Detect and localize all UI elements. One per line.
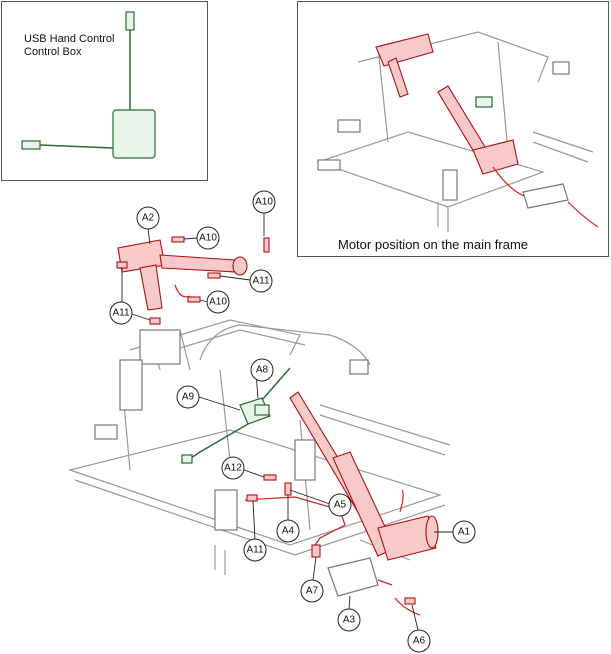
leader-lines: [121, 212, 453, 631]
clip-a11-upper: [207, 272, 221, 279]
callout-a12-label: A12: [224, 463, 242, 474]
callout-a5-label: A5: [334, 500, 347, 511]
callout-a2: A2: [136, 206, 160, 230]
connector-plug-icon: [181, 454, 193, 464]
callout-a10-upper: A10: [196, 226, 220, 250]
callout-a7: A7: [300, 579, 324, 603]
callout-a8-label: A8: [256, 365, 269, 376]
motor-position-inset: Motor position on the main frame: [297, 1, 609, 257]
lift-chair-frame: [67, 319, 451, 575]
top-lift-actuator: [117, 239, 248, 311]
callout-a10-top: A10: [252, 190, 276, 214]
callouts: A2 A10 A10 A11 A10 A11 A8 A9: [109, 190, 476, 653]
control-box-assembly: [181, 367, 291, 464]
callout-a3: A3: [337, 608, 361, 632]
usb-hand-control-label: USB Hand Control: [24, 33, 115, 45]
callout-a6: A6: [407, 629, 431, 653]
clip-a11-left: [116, 261, 128, 269]
callout-a4-label: A4: [282, 526, 295, 537]
callout-a9: A9: [176, 385, 200, 409]
motor-position-caption: Motor position on the main frame: [338, 237, 529, 252]
callout-a9-label: A9: [182, 392, 195, 403]
callout-a11-lower: A11: [243, 538, 267, 562]
callout-a8: A8: [250, 358, 274, 382]
clip-a11-lower: [246, 494, 258, 502]
callout-a11-right-label: A11: [252, 276, 269, 287]
control-box-icon: [112, 109, 156, 159]
callout-a11-right: A11: [249, 269, 273, 293]
callout-a4: A4: [276, 519, 300, 543]
connector-plug-icon: [21, 140, 41, 150]
callout-a10-lower: A10: [206, 290, 230, 314]
pin-a12: [263, 474, 277, 481]
callout-a10-lower-label: A10: [209, 297, 227, 308]
callout-a11-left-label: A11: [112, 308, 129, 319]
motor-position-drawing: [316, 31, 599, 232]
control-box-icon: [254, 404, 270, 416]
callout-a10-top-label: A10: [255, 197, 273, 208]
pin-a10-lower: [187, 296, 201, 303]
control-box-small-icon: [475, 96, 493, 108]
fasteners: [116, 236, 292, 502]
callout-a2-label: A2: [142, 213, 155, 224]
power-supply-assembly: [244, 496, 421, 616]
callout-a6-label: A6: [413, 636, 426, 647]
usb-control-inset: USB Hand Control Control Box: [1, 1, 208, 181]
control-box-cable: [39, 144, 114, 149]
callout-a1-label: A1: [458, 527, 471, 538]
pin-a10-top: [263, 237, 270, 253]
usb-control-drawing: [21, 11, 156, 159]
clip-a11-mid: [149, 317, 161, 325]
callout-a3-label: A3: [343, 615, 356, 626]
callout-a5: A5: [328, 493, 352, 517]
callout-a12: A12: [221, 456, 245, 480]
callout-a11-left: A11: [109, 301, 133, 325]
actuator-small: [375, 33, 539, 199]
pin-a10-upper: [171, 236, 185, 243]
callout-a1: A1: [452, 520, 476, 544]
main-lift-actuator: [289, 391, 439, 561]
callout-a11-lower-label: A11: [246, 545, 263, 556]
callout-a10-upper-label: A10: [199, 233, 217, 244]
callout-a7-label: A7: [306, 586, 319, 597]
power-supply-small: [522, 183, 599, 228]
control-box-label: Control Box: [24, 46, 82, 58]
bracket-a4: [284, 482, 292, 496]
